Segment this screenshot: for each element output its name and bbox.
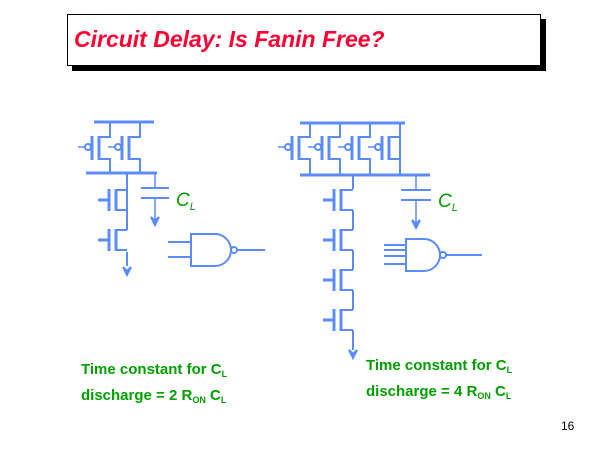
nand-bubble-icon (230, 246, 238, 254)
pmos-bubble-icon (344, 143, 352, 151)
pmos-drain (359, 158, 371, 175)
pmos-bubble-icon (84, 143, 92, 151)
ground-arrow-icon (411, 219, 421, 231)
pmos-drain (389, 158, 401, 175)
pmos-bubble-icon (314, 143, 322, 151)
pmos-drain (99, 158, 111, 173)
pmos-bubble-icon (284, 143, 292, 151)
slide-title: Circuit Delay: Is Fanin Free? (74, 26, 385, 52)
nand-bubble-icon (439, 251, 447, 259)
page-number: 16 (561, 419, 575, 433)
right-caption: Time constant for CL discharge = 4 RON C… (366, 357, 513, 401)
left-caption: Time constant for CL discharge = 2 RON C… (81, 361, 228, 405)
ground-arrow-icon (348, 349, 358, 361)
ground-arrow-icon (150, 216, 160, 228)
pmos-source (129, 122, 141, 138)
pmos-source (99, 122, 111, 138)
left-cl-label: CL (176, 190, 196, 213)
nand-gate-body (190, 233, 232, 267)
right-cl-label: CL (438, 191, 458, 214)
pmos-source (389, 123, 401, 138)
title-box: Circuit Delay: Is Fanin Free? (67, 14, 541, 66)
pmos-source (299, 123, 311, 138)
pmos-source (329, 123, 341, 138)
pmos-drain (129, 158, 141, 173)
pmos-source (359, 123, 371, 138)
ground-arrow-icon (122, 266, 132, 278)
pmos-bubble-icon (114, 143, 122, 151)
pmos-drain (329, 158, 341, 175)
pmos-bubble-icon (374, 143, 382, 151)
nand-gate-body (405, 238, 441, 272)
pmos-drain (299, 158, 311, 175)
